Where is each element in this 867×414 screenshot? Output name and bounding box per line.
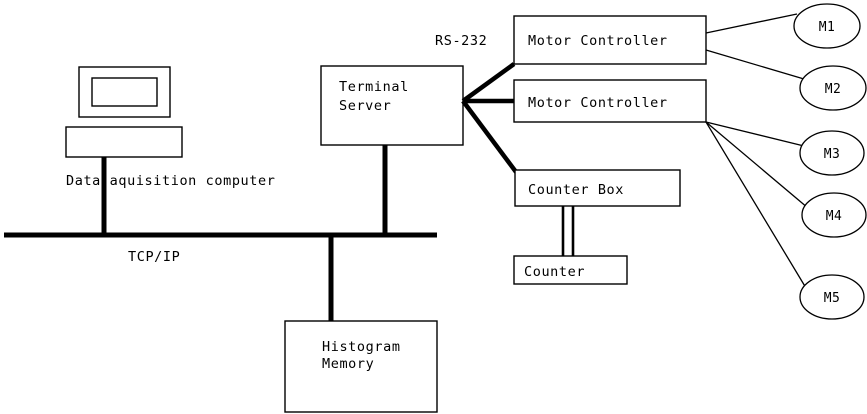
histogram-memory-box xyxy=(284,320,438,413)
terminal-server-box xyxy=(320,65,464,146)
rs232-label: RS-232 xyxy=(435,33,487,49)
histogram-memory-label-line2: Memory xyxy=(322,356,374,372)
computer-monitor-screen xyxy=(91,77,158,107)
link-motor-controller-1-to-m1 xyxy=(705,13,798,34)
terminal-server-label-line2: Server xyxy=(339,98,391,114)
motor-controller-2-box xyxy=(513,79,707,123)
motor-m5-label: M5 xyxy=(824,291,840,306)
motor-m3-label: M3 xyxy=(824,147,840,162)
link-motor-controller-2-to-m3 xyxy=(705,121,805,147)
motor-controller-1-label: Motor Controller xyxy=(528,33,668,49)
counter-box-box xyxy=(514,169,681,207)
link-terminal-server-to-motor-controller-1 xyxy=(461,62,516,103)
computer-base-unit xyxy=(65,126,183,158)
motor-m4-ellipse xyxy=(801,192,867,238)
computer-caption: Data aquisition computer xyxy=(66,173,275,189)
link-terminal-server-to-counter-box xyxy=(461,99,518,174)
motor-m4-label: M4 xyxy=(826,209,842,224)
motor-m2-ellipse xyxy=(799,65,867,111)
motor-controller-1-box xyxy=(513,15,707,65)
counter-box xyxy=(513,255,628,285)
motor-m3-ellipse xyxy=(799,130,865,176)
link-motor-controller-2-to-m5 xyxy=(705,121,807,289)
motor-controller-2-label: Motor Controller xyxy=(528,95,668,111)
terminal-server-label-line1: Terminal xyxy=(339,79,409,95)
link-motor-controller-1-to-m2 xyxy=(705,49,805,80)
counter-box-label: Counter Box xyxy=(528,182,624,198)
link-motor-controller-2-to-m4 xyxy=(705,121,809,209)
motor-m1-ellipse xyxy=(793,3,861,49)
motor-m1-label: M1 xyxy=(819,20,835,35)
tcpip-label: TCP/IP xyxy=(128,249,180,265)
motor-m5-ellipse xyxy=(799,274,865,320)
histogram-memory-label-line1: Histogram xyxy=(322,339,401,355)
counter-label: Counter xyxy=(524,264,585,280)
motor-m2-label: M2 xyxy=(825,82,841,97)
